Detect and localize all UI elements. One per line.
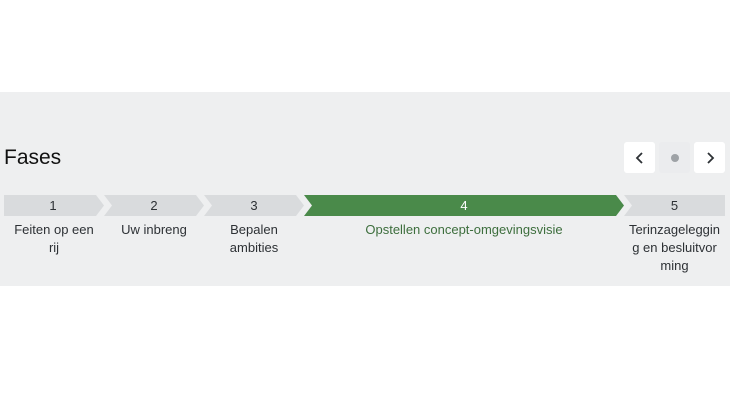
chevron-left-icon [635, 151, 643, 164]
phase-step-label: Opstellen concept-omgevingsvisie [365, 222, 563, 237]
phase-step-label: Feiten op een rij [14, 222, 94, 255]
next-button[interactable] [694, 142, 725, 173]
phase-step-label: Bepalen ambities [229, 222, 279, 255]
phases-panel [0, 92, 730, 286]
chevron-right-icon [706, 151, 714, 164]
phase-step-number: 4 [460, 198, 468, 213]
phase-step-chevron [204, 195, 304, 216]
phase-step-number: 1 [49, 198, 57, 213]
phase-step-chevron [4, 195, 104, 216]
phase-step-number: 5 [670, 198, 679, 213]
previous-button[interactable] [624, 142, 655, 173]
phase-stepper: 1 Feiten op een rij 2 Uw inbreng 3 Bepal… [0, 195, 730, 285]
pager-indicator [659, 142, 690, 173]
page-title: Fases [4, 146, 62, 169]
phase-step-label: Uw inbreng [121, 222, 187, 237]
pager-dot[interactable] [670, 153, 679, 162]
phase-step-number: 3 [250, 198, 258, 213]
phase-step-chevron [104, 195, 204, 216]
phase-step-number: 2 [150, 198, 158, 213]
phase-step-label: Terinzagelegging en besluitvorming [628, 222, 721, 273]
phase-step-chevron [304, 195, 624, 216]
phase-step-chevron [624, 195, 725, 216]
